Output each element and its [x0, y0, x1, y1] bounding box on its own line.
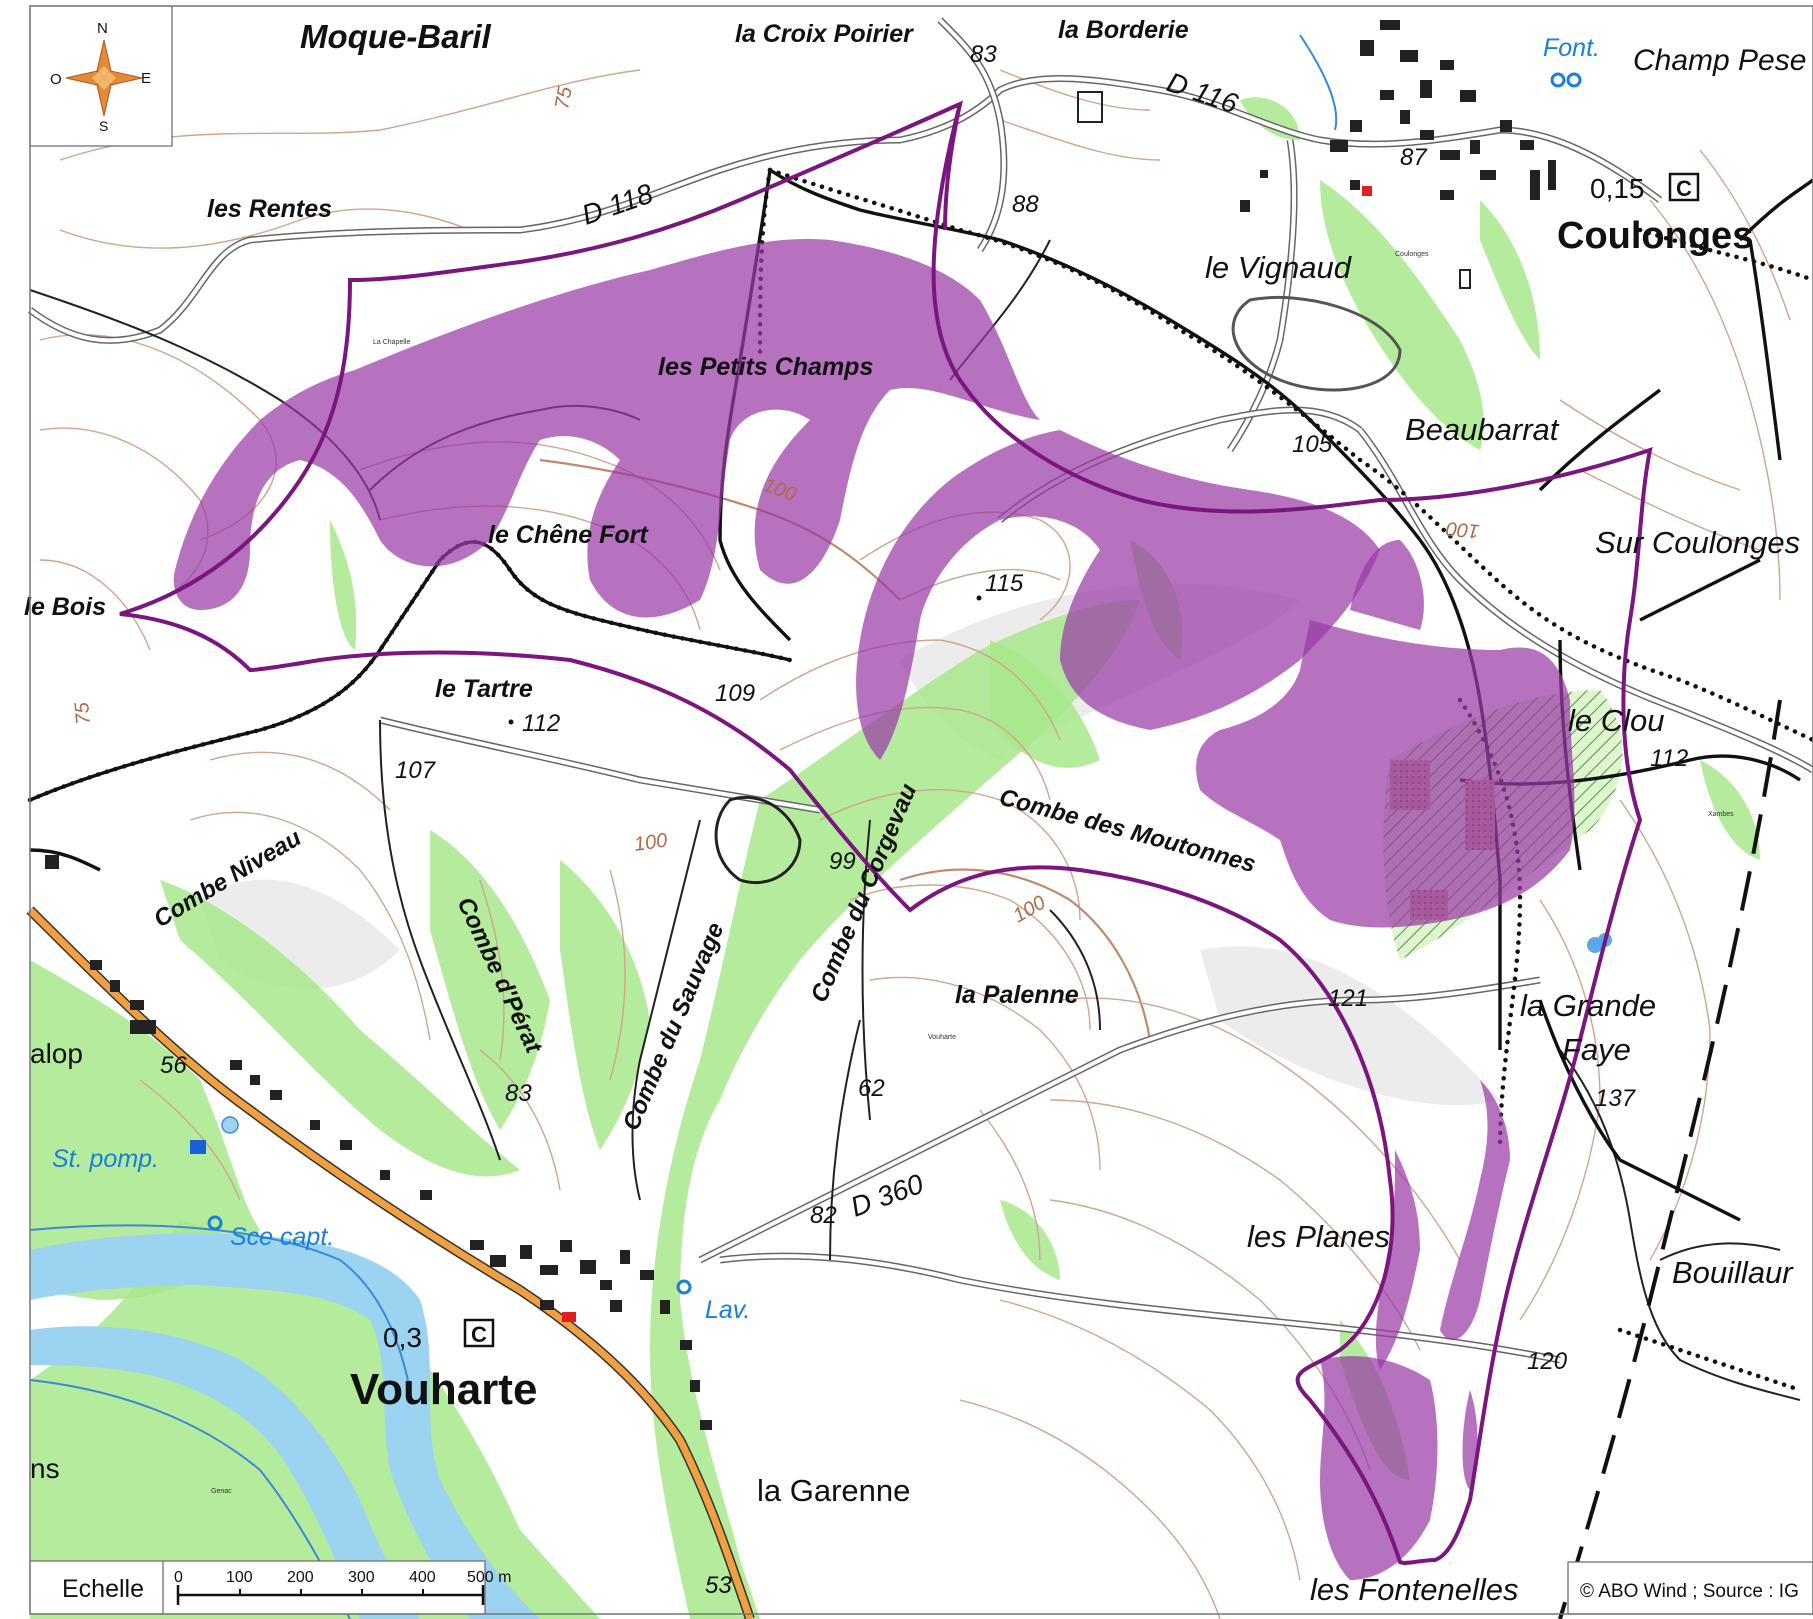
scale-tick-200: 200 [287, 1569, 314, 1586]
scale-tick-0: 0 [174, 1569, 183, 1586]
water-labels: Font. St. pomp. Sce capt. Lav. [52, 34, 1600, 1324]
badge-coulonges-area: 0,15 [1590, 173, 1645, 204]
alt-83-top: 83 [970, 41, 997, 68]
contour-label-75-top: 75 [551, 84, 577, 111]
place-sur-coulonges: Sur Coulonges [1595, 525, 1800, 560]
badge-vouharte-mark: C [471, 1322, 487, 1347]
place-palenne: la Palenne [955, 981, 1079, 1009]
place-vouharte: Vouharte [350, 1365, 537, 1414]
badge-vouharte-area: 0,3 [383, 1322, 422, 1353]
place-clou: le Clou [1568, 703, 1665, 738]
compass-rose-icon [65, 39, 143, 117]
place-beaubarrat: Beaubarrat [1405, 412, 1560, 447]
place-champ-pes: Champ Pese [1633, 44, 1806, 77]
place-moque-baril: Moque-Baril [300, 18, 492, 55]
compass-east: E [141, 70, 151, 87]
small-xambes: Xambes [1708, 811, 1734, 818]
alt-137: 137 [1595, 1085, 1637, 1112]
place-planes: les Planes [1247, 1219, 1390, 1254]
map-frame [29, 5, 1813, 1615]
alt-107: 107 [395, 757, 437, 784]
small-coulonges: Coulonges [1395, 251, 1429, 258]
small-vouharte: Vouharte [928, 1034, 956, 1041]
small-genac: Genac [211, 1488, 232, 1495]
source-icon [1566, 72, 1582, 88]
scale-tick-400: 400 [409, 1569, 436, 1586]
scale-tick-500: 500 m [467, 1569, 511, 1586]
alt-99: 99 [829, 848, 856, 875]
scale-bar: Echelle 0 100 200 300 400 500 m [29, 1560, 511, 1615]
sensitive-areas [173, 239, 1575, 1580]
pond-icon [221, 1116, 239, 1134]
water-sce-capt-label: Sce capt. [230, 1223, 334, 1251]
place-garenne: la Garenne [757, 1473, 910, 1508]
alt-62: 62 [858, 1075, 885, 1102]
main-road-orange [26, 906, 755, 1619]
alt-56: 56 [160, 1052, 187, 1079]
place-borderie: la Borderie [1058, 16, 1189, 44]
copyright-text: © ABO Wind ; Source : IG [1580, 1581, 1799, 1602]
place-grande-faye-2: Faye [1562, 1032, 1631, 1067]
water-st-pomp-label: St. pomp. [52, 1145, 159, 1173]
compass-box: N S E O [29, 5, 173, 147]
alt-112-clou: 112 [1650, 745, 1688, 772]
compass-west: O [50, 71, 62, 88]
place-coulonges: Coulonges [1557, 215, 1753, 257]
place-rentes: les Rentes [207, 195, 332, 223]
scale-tick-300: 300 [348, 1569, 375, 1586]
compass-north: N [97, 20, 108, 37]
alt-105: 105 [1292, 431, 1333, 458]
alt-120: 120 [1527, 1348, 1568, 1375]
altitude-points: 83 87 88 105 115 109 112 112 107 99 121 … [160, 41, 1688, 1599]
alt-87: 87 [1400, 144, 1428, 171]
place-vignaud: le Vignaud [1205, 250, 1353, 285]
alt-112-tartre: 112 [522, 710, 560, 737]
water-lav-label: Lav. [705, 1296, 750, 1324]
place-fontenelles: les Fontenelles [1310, 1572, 1519, 1607]
place-petits-champs: les Petits Champs [658, 353, 873, 381]
place-croix-poirier: la Croix Poirier [735, 20, 914, 48]
source-icon [207, 1215, 223, 1231]
alt-115: 115 [985, 570, 1024, 597]
place-bois: le Bois [24, 593, 106, 621]
alt-82: 82 [810, 1202, 837, 1229]
small-la-chapelle: La Chapelle [373, 339, 410, 346]
place-bouillaur: Bouillaur [1672, 1255, 1794, 1290]
scale-title: Echelle [62, 1575, 144, 1603]
alt-88: 88 [1012, 191, 1039, 218]
small-labels: La Chapelle Coulonges Xambes Vouharte Ge… [211, 251, 1734, 1495]
alt-121: 121 [1328, 985, 1368, 1012]
place-grande-faye-1: la Grande [1520, 988, 1656, 1023]
buildings [45, 20, 1556, 1430]
source-icon [676, 1279, 692, 1295]
alt-53: 53 [705, 1572, 732, 1599]
copyright-box: © ABO Wind ; Source : IG [1567, 1561, 1813, 1615]
scale-tick-100: 100 [226, 1569, 253, 1586]
contour-label-75-left: 75 [71, 701, 95, 726]
contour-label-100-c: 100 [633, 830, 669, 856]
contour-label-100-b: 100 [1445, 517, 1480, 542]
place-alop: alop [30, 1038, 83, 1069]
source-icon [1550, 72, 1566, 88]
place-chene-fort: le Chêne Fort [488, 521, 649, 549]
place-tartre: le Tartre [435, 675, 533, 703]
compass-south: S [99, 118, 108, 134]
study-zone-outline [119, 100, 1653, 1565]
alt-83-perat: 83 [505, 1080, 532, 1107]
alt-109: 109 [715, 680, 755, 707]
commune-badges: 0,15 C 0,3 C [383, 172, 1700, 1353]
badge-coulonges-mark: C [1676, 176, 1692, 201]
place-ns: ns [30, 1453, 60, 1484]
power-line [1558, 699, 1782, 1619]
water-font-label: Font. [1543, 34, 1600, 62]
